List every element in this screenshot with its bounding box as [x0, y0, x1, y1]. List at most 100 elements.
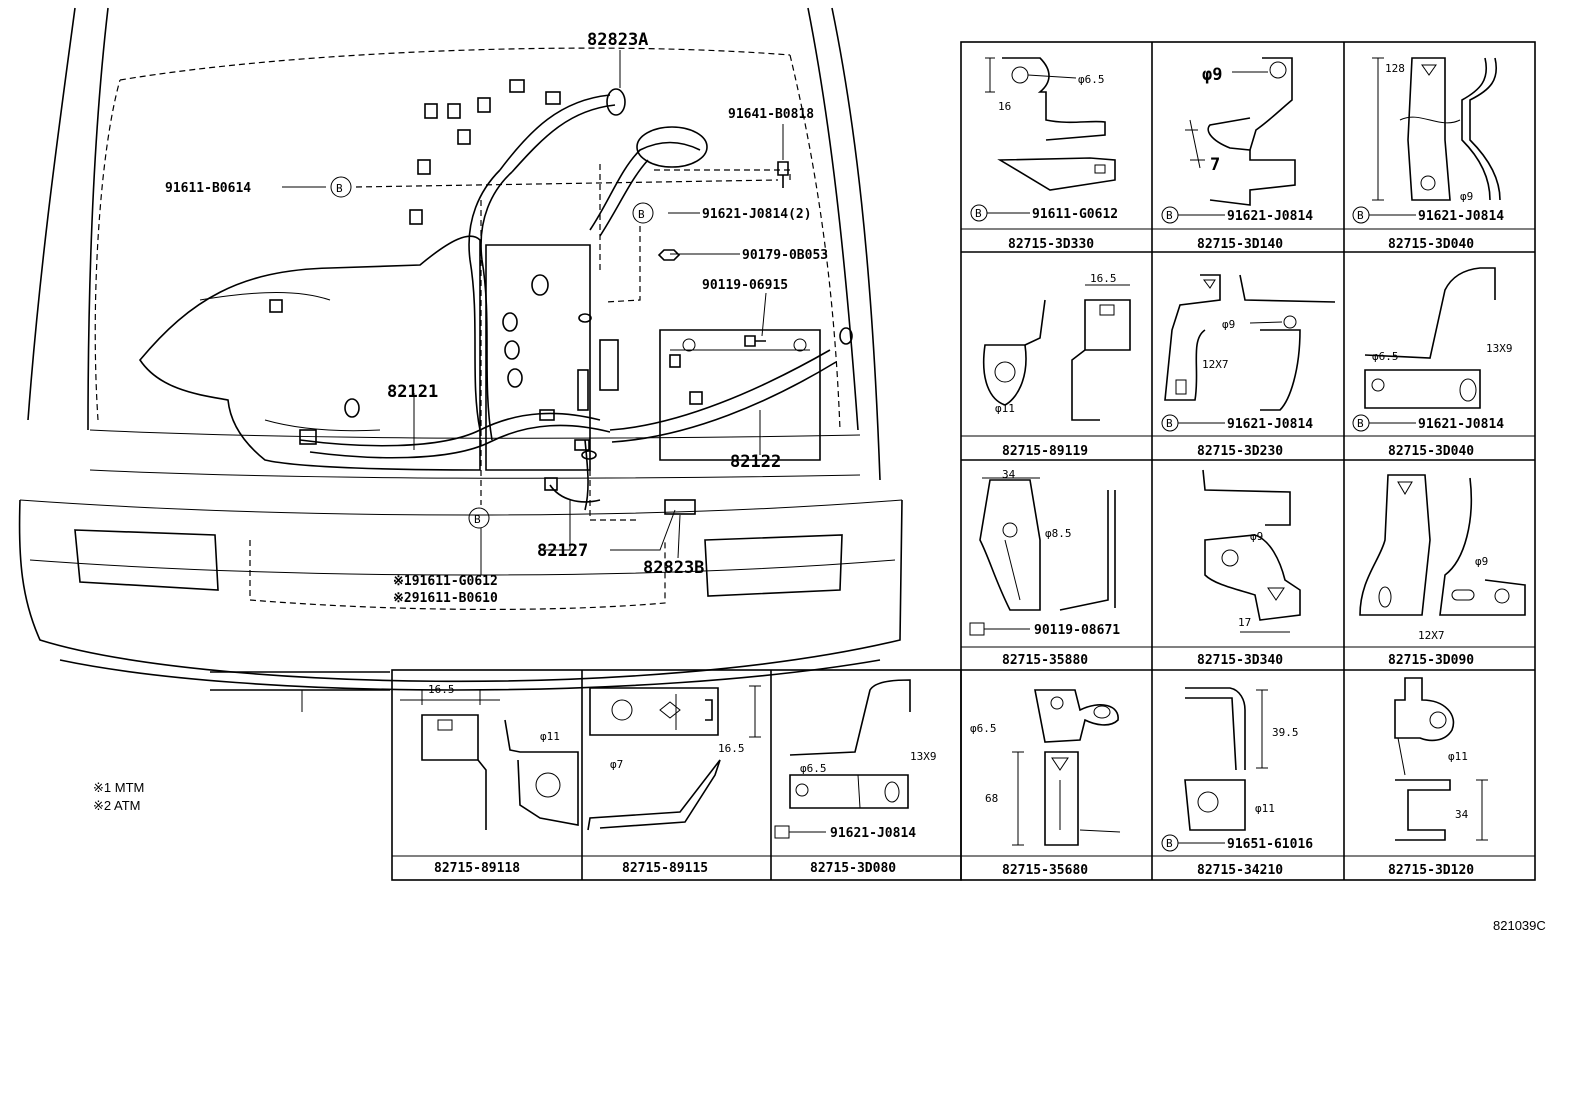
legend: ※1 MTM ※2 ATM [93, 780, 144, 813]
part-cell-82715-3d330: φ6.5 16 B 91611-G0612 82715-3D330 [970, 57, 1118, 252]
fastener-number: 90119-08671 [1034, 623, 1120, 638]
fastener-number: 91621-J0814 [1418, 417, 1504, 432]
part-number: 82715-3D080 [810, 861, 896, 876]
b-marker-label: B [1166, 837, 1173, 850]
part-number: 82715-3D040 [1388, 444, 1474, 459]
fastener-number: 91621-J0814 [1227, 209, 1313, 224]
dim-label: φ6.5 [800, 762, 827, 775]
b-marker-icon [330, 176, 352, 198]
b-marker-label: B [638, 208, 645, 221]
b-marker-label: B [1357, 209, 1364, 222]
dim-label: φ7 [610, 758, 623, 771]
dim-label: 16.5 [1090, 272, 1117, 285]
part-number: 82715-3D330 [1008, 237, 1094, 252]
callout-82823a: 82823A [587, 30, 648, 50]
part-cell-82715-35880: 34 φ8.5 90119-08671 82715-35880 [969, 468, 1120, 668]
callout-90179-0b053: 90179-0B053 [742, 248, 828, 263]
b-marker-label: B [1357, 417, 1364, 430]
part-number: 82715-3D120 [1388, 863, 1474, 878]
part-cell-82715-3d080: φ6.5 13X9 91621-J0814 82715-3D080 [774, 679, 937, 876]
engine-bay-drawing: B B B 82823A 91641-B0818 91611-B0614 916… [18, 7, 903, 712]
b-marker-label: B [1166, 417, 1173, 430]
dim-label: φ9 [1222, 318, 1235, 331]
part-cell-82715-3d120: φ11 34 82715-3D120 [1388, 677, 1488, 878]
part-number: 82715-35680 [1002, 863, 1088, 878]
parts-grid-right [960, 41, 1536, 881]
part-number: 82715-3D140 [1197, 237, 1283, 252]
dim-label: φ6.5 [970, 722, 997, 735]
fastener-number: 91621-J0814 [1418, 209, 1504, 224]
b-marker-icon [468, 507, 490, 529]
part-cell-82715-89119: 16.5 φ11 82715-89119 [982, 272, 1131, 459]
legend-mtm: ※1 MTM [93, 780, 144, 795]
dim-label: φ9 [1202, 65, 1222, 85]
dim-label: φ11 [995, 402, 1015, 415]
dim-label: 17 [1238, 616, 1251, 629]
fastener-number: 91651-61016 [1227, 837, 1313, 852]
callout-91621-j0814-2: 91621-J0814(2) [702, 207, 812, 222]
dim-label: φ6.5 [1078, 73, 1105, 86]
part-cell-82715-89118: 16.5 φ11 82715-89118 [400, 683, 579, 876]
dim-label: φ9 [1460, 190, 1473, 203]
dim-label: 16 [998, 100, 1011, 113]
part-number: 82715-34210 [1197, 863, 1283, 878]
dim-label: 39.5 [1272, 726, 1299, 739]
dim-label: φ6.5 [1372, 350, 1399, 363]
part-cell-82715-3d040-a: 128 φ9 B 91621-J0814 82715-3D040 [1352, 57, 1504, 252]
b-marker-icon [632, 202, 654, 224]
b-marker-label: B [474, 513, 481, 526]
dim-label: 16.5 [428, 683, 455, 696]
part-cell-82715-3d340: φ9 17 82715-3D340 [1197, 469, 1301, 668]
fastener-number: 91621-J0814 [830, 826, 916, 841]
part-cell-82715-34210: 39.5 φ11 B 91651-61016 82715-34210 [1161, 687, 1313, 878]
callout-91641-b0818: 91641-B0818 [728, 107, 814, 122]
dim-label: φ11 [1448, 750, 1468, 763]
dim-label: φ8.5 [1045, 527, 1072, 540]
dim-label: φ9 [1250, 530, 1263, 543]
dim-label: 34 [1455, 808, 1469, 821]
part-cell-82715-89115: φ7 16.5 82715-89115 [587, 685, 761, 876]
b-marker-label: B [336, 182, 343, 195]
dim-label: φ9 [1475, 555, 1488, 568]
part-cell-82715-3d090: φ9 12X7 82715-3D090 [1359, 474, 1526, 668]
callout-91611-b0610: ※291611-B0610 [393, 591, 498, 606]
part-cell-82715-3d040-b: φ6.5 13X9 B 91621-J0814 82715-3D040 [1352, 267, 1513, 459]
dim-label: φ11 [540, 730, 560, 743]
part-number: 82715-3D090 [1388, 653, 1474, 668]
fastener-number: 91621-J0814 [1227, 417, 1313, 432]
dim-label: 12X7 [1202, 358, 1229, 371]
part-number: 82715-89118 [434, 861, 520, 876]
callout-82823b: 82823B [643, 558, 704, 578]
parts-grid-bottom [391, 669, 962, 881]
part-number: 82715-3D230 [1197, 444, 1283, 459]
callout-91611-g0612: ※191611-G0612 [393, 574, 498, 589]
part-number: 82715-89119 [1002, 444, 1088, 459]
callout-82127: 82127 [537, 541, 588, 561]
dim-label: 34 [1002, 468, 1016, 481]
bolt-icon [969, 622, 985, 636]
callout-90119-06915: 90119-06915 [702, 278, 788, 293]
part-cell-82715-3d140: φ9 7 B 91621-J0814 82715-3D140 [1161, 57, 1313, 252]
dim-label: 16.5 [718, 742, 745, 755]
dim-label: 13X9 [910, 750, 937, 763]
part-number: 82715-3D040 [1388, 237, 1474, 252]
dim-label: 7 [1210, 155, 1220, 175]
b-marker-label: B [975, 207, 982, 220]
figure-id: 821039C [1493, 918, 1546, 933]
part-number: 82715-89115 [622, 861, 708, 876]
part-number: 82715-35880 [1002, 653, 1088, 668]
b-marker-label: B [1166, 209, 1173, 222]
legend-atm: ※2 ATM [93, 798, 141, 813]
callout-91611-b0614: 91611-B0614 [165, 181, 251, 196]
part-number: 82715-3D340 [1197, 653, 1283, 668]
dim-label: φ11 [1255, 802, 1275, 815]
dim-label: 13X9 [1486, 342, 1513, 355]
part-cell-82715-3d230: φ9 12X7 B 91621-J0814 82715-3D230 [1161, 274, 1336, 459]
callout-82121: 82121 [387, 382, 438, 402]
fastener-number: 91611-G0612 [1032, 207, 1118, 222]
bolt-icon [774, 825, 790, 839]
dim-label: 12X7 [1418, 629, 1445, 642]
dim-label: 128 [1385, 62, 1405, 75]
dim-label: 68 [985, 792, 998, 805]
